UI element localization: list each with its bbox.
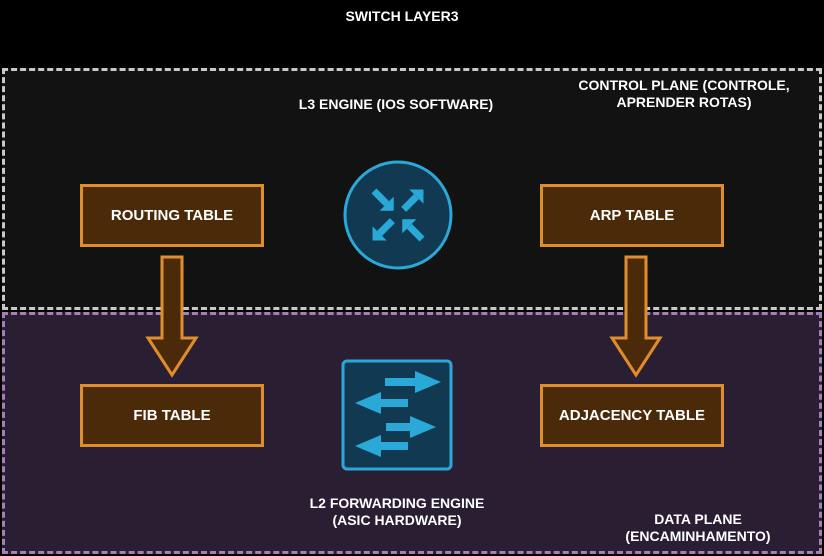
- control-plane-label-line1: CONTROL PLANE (CONTROLE,: [578, 77, 790, 93]
- l2-engine-label-line1: L2 FORWARDING ENGINE: [309, 495, 485, 511]
- diagram-title: SWITCH LAYER3: [345, 8, 459, 24]
- l2-engine-label-line2: (ASIC HARDWARE): [332, 512, 462, 528]
- l2-engine-label: L2 FORWARDING ENGINE (ASIC HARDWARE): [266, 495, 528, 529]
- switch-icon: [341, 359, 453, 471]
- routing-table-box: ROUTING TABLE: [80, 184, 264, 247]
- fib-table-box: FIB TABLE: [80, 384, 264, 447]
- adjacency-table-box: ADJACENCY TABLE: [540, 384, 724, 447]
- arp-table-box: ARP TABLE: [540, 184, 724, 247]
- control-plane-label-line2: APRENDER ROTAS): [616, 94, 752, 110]
- arp-to-adjacency-arrow: [609, 255, 663, 378]
- data-plane-label: DATA PLANE (ENCAMINHAMENTO): [600, 511, 796, 545]
- routing-to-fib-arrow: [145, 255, 199, 378]
- data-plane-label-line1: DATA PLANE: [654, 511, 742, 527]
- data-plane-label-line2: (ENCAMINHAMENTO): [625, 528, 771, 544]
- control-plane-label: CONTROL PLANE (CONTROLE, APRENDER ROTAS): [556, 77, 812, 111]
- l3-engine-label: L3 ENGINE (IOS SOFTWARE): [298, 96, 494, 112]
- router-icon: [343, 160, 453, 270]
